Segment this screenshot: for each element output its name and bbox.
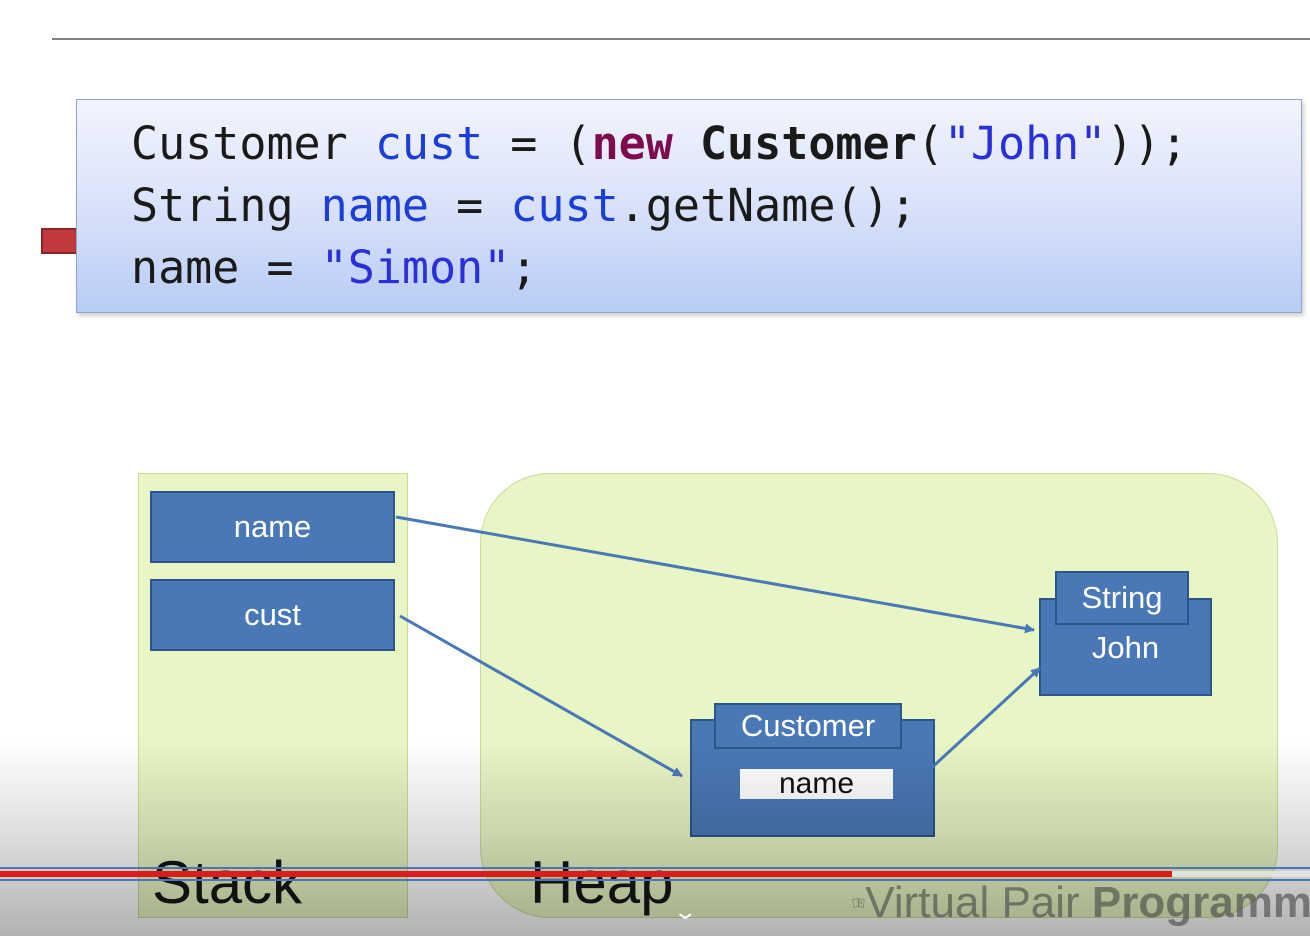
customer-field-name: name [740,767,893,800]
code-assignment: name = [131,241,321,294]
code-variable: cust [374,117,484,170]
code-string-literal: "John" [943,117,1107,170]
code-line-3: name = "Simon"; [131,242,537,294]
chevron-down-icon[interactable]: ⌄ [672,900,699,925]
progress-bar[interactable] [0,871,1310,877]
code-operator: = ( [483,117,592,170]
book-logo-icon [852,898,865,908]
code-line-2: String name = cust.getName(); [131,180,917,232]
code-type: Customer [131,117,375,170]
watermark-text-light: Virtual Pair [865,878,1092,927]
string-object-type: String [1055,571,1189,625]
code-string-literal: "Simon" [320,241,511,294]
progress-top-edge [0,867,1310,869]
watermark-text-bold: Programm [1091,878,1310,927]
code-line-1: Customer cust = (new Customer("John")); [131,118,1188,170]
code-operator: = [429,179,511,232]
stack-var-name: name [150,491,395,563]
progress-fill [0,871,1173,877]
code-semicolon: ; [510,241,538,294]
customer-object-type: Customer [714,703,902,749]
heap-label: Heap [530,849,674,916]
stack-label: Stack [152,849,303,916]
string-object-value: John [1091,630,1160,665]
code-method-call: .getName(); [618,179,917,232]
code-paren: ( [916,117,944,170]
progress-bottom-edge [0,879,1310,881]
code-variable: cust [510,179,619,232]
stack-var-cust: cust [150,579,395,651]
top-divider [52,38,1310,40]
code-constructor: Customer [699,117,917,170]
code-type: String [131,179,321,232]
code-close: )); [1106,117,1188,170]
code-variable: name [320,179,430,232]
code-space [673,117,700,170]
code-snippet: Customer cust = (new Customer("John")); … [76,99,1302,313]
code-keyword: new [591,117,673,170]
watermark: Virtual Pair Programm [852,870,1310,936]
watermark-text: Virtual Pair Programm [865,878,1310,928]
player-controls-shade [0,740,1310,936]
